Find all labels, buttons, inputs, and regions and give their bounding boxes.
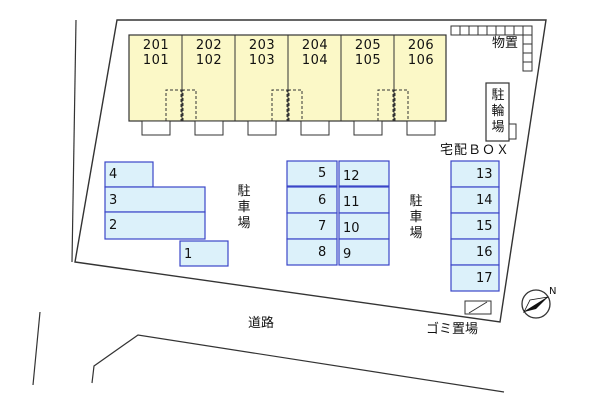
delivery-box-shape	[508, 123, 517, 140]
garbage-station-label: ゴミ置場	[426, 322, 479, 337]
parking-slot-number: 12	[343, 169, 360, 184]
parking-slot-number: 7	[318, 219, 327, 234]
road-edge-left-upper	[71, 19, 77, 263]
parking-slot-number: 4	[109, 167, 118, 182]
parking-slot-number: 6	[318, 193, 327, 208]
stair-markings	[165, 89, 409, 121]
parking-slot-number: 16	[476, 245, 493, 260]
delivery-box-label: 宅配ＢＯＸ	[440, 143, 511, 158]
parking-area-label-right: 駐 車 場	[409, 194, 423, 241]
bicycle-parking-area	[485, 82, 510, 142]
storage-label: 物置	[492, 36, 519, 51]
parking-slot-number: 1	[184, 247, 193, 262]
unit-dividers	[181, 35, 395, 121]
parking-right-shapes	[450, 160, 500, 292]
parking-slot-number: 11	[343, 195, 360, 210]
parking-slot-number: 9	[343, 247, 352, 262]
parking-slot-number: 14	[476, 193, 493, 208]
parking-area-label-left: 駐 車 場	[237, 184, 251, 231]
entry-steps	[141, 120, 436, 136]
road-label: 道路	[248, 316, 275, 331]
parking-slot-number: 3	[109, 193, 118, 208]
parking-slot-number: 13	[476, 167, 493, 182]
north-label: N	[549, 286, 557, 297]
parking-center-shapes	[286, 160, 390, 266]
road-edge-left-lower	[32, 311, 41, 386]
parking-slot-number: 2	[109, 218, 118, 233]
parking-left-shapes	[104, 161, 229, 267]
north-arrow-icon	[521, 289, 551, 319]
parking-slot-number: 17	[476, 271, 493, 286]
storage-shed	[450, 25, 533, 72]
bicycle-parking-label: 駐 輪 場	[491, 88, 505, 135]
parking-slot-number: 8	[318, 245, 327, 260]
parking-slot-number: 15	[476, 219, 493, 234]
parking-slot-number: 10	[343, 221, 360, 236]
road-edge-bottom	[91, 334, 505, 393]
parking-slot-number: 5	[318, 166, 327, 181]
